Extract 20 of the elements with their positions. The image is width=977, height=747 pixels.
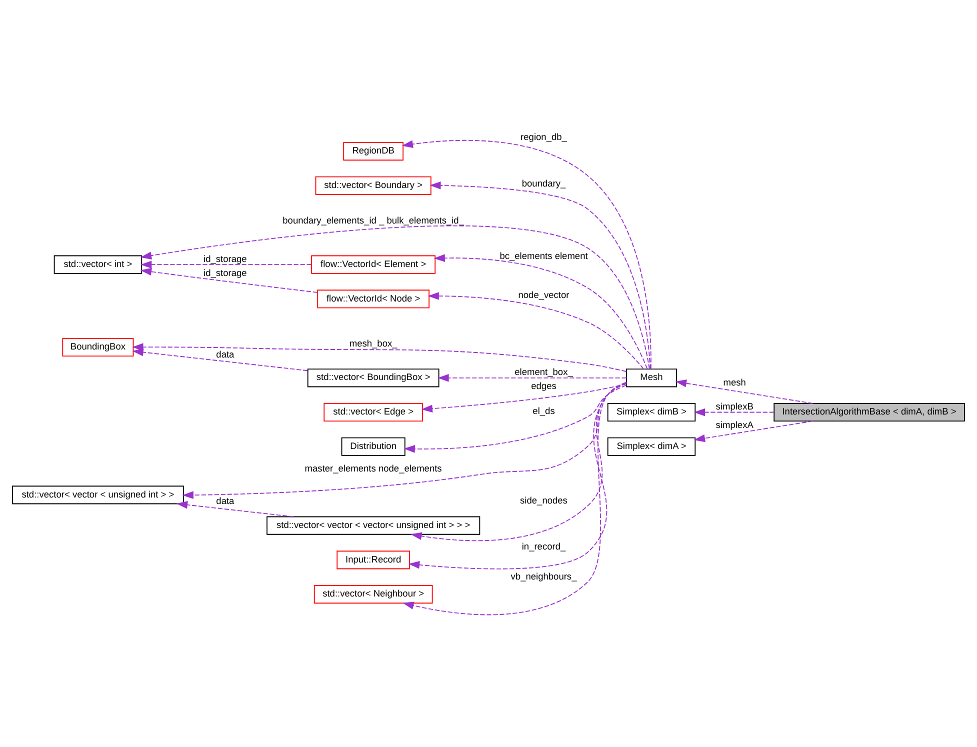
edge-label: id_storage bbox=[204, 267, 247, 278]
edge-label: simplexA bbox=[716, 420, 754, 430]
edge-label: mesh bbox=[723, 376, 746, 387]
edge-label: in_record_ bbox=[522, 541, 566, 552]
edge-label: master_elements node_elements bbox=[304, 463, 442, 474]
edge-label: side_nodes bbox=[520, 494, 568, 505]
edge-label: node_vector bbox=[518, 290, 570, 300]
edge-label: region_db_ bbox=[520, 132, 567, 142]
edge-label: element_box_ bbox=[514, 366, 573, 377]
edge-label: simplexB bbox=[716, 400, 754, 411]
edge-label: boundary_ bbox=[522, 178, 566, 188]
edge-label: data bbox=[216, 496, 234, 506]
edge-label: vb_neighbours_ bbox=[510, 570, 577, 581]
edge-label: data bbox=[216, 348, 234, 359]
edge-label: edges bbox=[531, 380, 556, 391]
edge-label: el_ds bbox=[532, 406, 555, 416]
edge-label: id_storage bbox=[204, 253, 247, 264]
edge-label: bc_elements element bbox=[500, 250, 588, 261]
edge-label: boundary_elements_id _ bulk_elements_id_ bbox=[282, 215, 464, 226]
edge-label: mesh_box_ bbox=[349, 338, 398, 348]
